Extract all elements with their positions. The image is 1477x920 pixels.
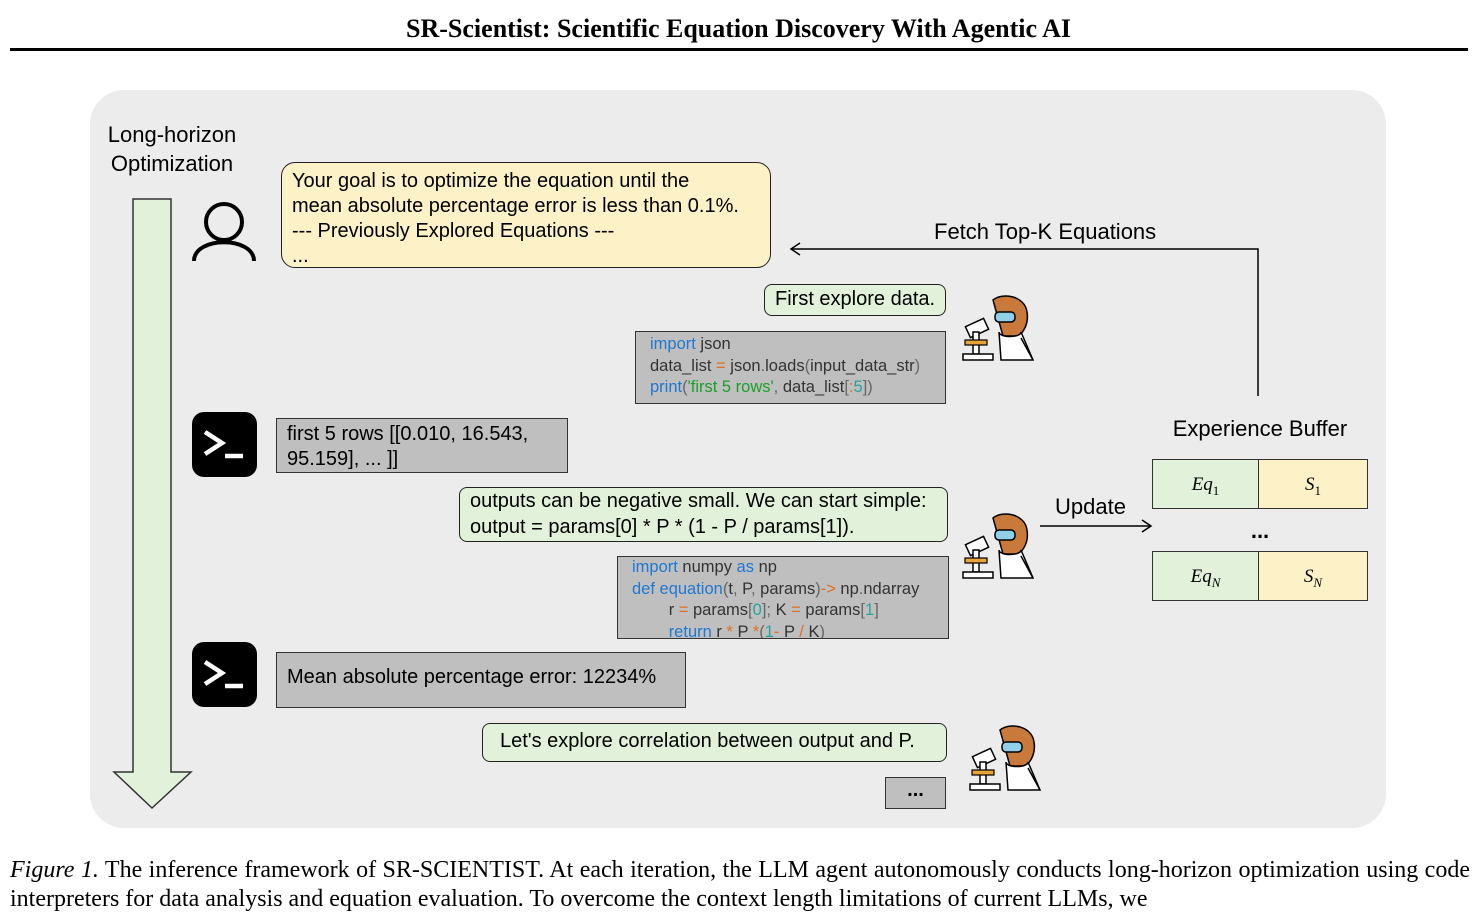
terminal-output: Mean absolute percentage error: 12234% (276, 652, 686, 708)
user-prompt-bubble: Your goal is to optimize the equation un… (281, 162, 771, 268)
fetch-arrow (789, 242, 1259, 396)
user-prompt-line: Your goal is to optimize the equation un… (292, 170, 690, 192)
agent-message-line: output = params[0] * P * (1 - P / params… (470, 516, 855, 538)
agent-message: outputs can be negative small. We can st… (459, 487, 948, 542)
buffer-score-cell: SN (1258, 551, 1368, 601)
terminal-icon (192, 642, 257, 707)
code-line: def equation(t, P, params)-> np.ndarray (632, 579, 920, 598)
timeline-label: Long-horizon Optimization (100, 120, 244, 178)
scientist-icon (962, 295, 1035, 361)
code-line: import json (650, 335, 731, 353)
buffer-ellipsis: ... (1250, 518, 1270, 543)
code-line: return r * P *(1- P / K) (668, 622, 825, 639)
terminal-output: first 5 rows [[0.010, 16.543, 95.159], .… (276, 418, 568, 473)
output-line: first 5 rows [[0.010, 16.543, (287, 423, 529, 445)
page-title: SR-Scientist: Scientific Equation Discov… (406, 14, 1071, 43)
terminal-icon (192, 412, 257, 477)
code-block: import numpy as np def equation(t, P, pa… (617, 556, 949, 639)
update-arrow (1040, 519, 1153, 533)
ellipsis-box: ... (885, 777, 946, 809)
scientist-icon (962, 513, 1035, 579)
agent-message: First explore data. (764, 284, 946, 316)
agent-message: Let's explore correlation between output… (482, 723, 947, 762)
header-rule (10, 48, 1468, 51)
buffer-score-cell: S1 (1258, 459, 1368, 509)
user-icon (192, 202, 256, 262)
user-prompt-line: ... (292, 245, 309, 267)
code-line: import numpy as np (632, 558, 777, 576)
user-prompt-line: --- Previously Explored Equations --- (292, 220, 615, 242)
update-label: Update (1055, 494, 1126, 519)
buffer-equation-cell: EqN (1152, 551, 1259, 601)
output-line: 95.159], ... ]] (287, 448, 399, 470)
caption-label: Figure 1. (10, 857, 99, 883)
fetch-label: Fetch Top-K Equations (934, 219, 1157, 244)
scientist-icon (969, 725, 1042, 791)
user-prompt-line: mean absolute percentage error is less t… (292, 195, 739, 217)
timeline-arrow (112, 198, 193, 810)
timeline-label-line1: Long-horizon (107, 122, 237, 147)
buffer-title: Experience Buffer (1172, 416, 1348, 441)
timeline-label-line2: Optimization (110, 151, 234, 176)
figure-caption: Figure 1. The inference framework of SR-… (10, 856, 1470, 914)
agent-message-line: outputs can be negative small. We can st… (470, 490, 927, 512)
code-line: r = params[0]; K = params[1] (668, 601, 879, 619)
caption-text: The inference framework of SR-SCIENTIST.… (10, 857, 1470, 912)
code-line: print('first 5 rows', data_list[:5]) (650, 378, 873, 396)
code-block: import json data_list = json.loads(input… (635, 331, 946, 404)
buffer-equation-cell: Eq1 (1152, 459, 1259, 509)
code-line: data_list = json.loads(input_data_str) (650, 356, 921, 375)
